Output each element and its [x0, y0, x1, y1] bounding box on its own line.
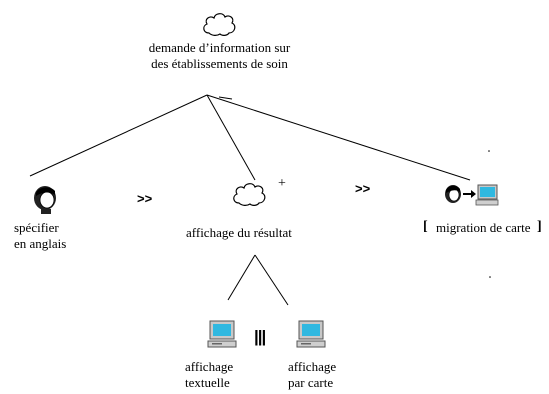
iteration-marker: + [278, 176, 286, 191]
enabling-operator: >> [355, 181, 371, 196]
bracket-open: [ [423, 219, 428, 234]
cloud-icon [203, 13, 236, 36]
middle-task-label: affichage du résultat [186, 225, 292, 240]
left-label-line1: spécifier [14, 220, 59, 235]
stray-dot [489, 276, 491, 278]
right-task-label: migration de carte [436, 220, 531, 235]
subtask-textual-line2: textuelle [185, 375, 230, 390]
user-head-icon [34, 186, 56, 214]
root-task-label: demande d’information sur des établissem… [112, 40, 327, 72]
connector-middle-right [254, 254, 289, 306]
connector-middle-left [227, 254, 256, 301]
subtask-textual-label: affichage textuelle [185, 359, 233, 391]
computer-icon [296, 320, 326, 348]
stray-dot [488, 150, 490, 152]
connector-root-right [206, 94, 471, 181]
left-label-line2: en anglais [14, 236, 67, 251]
bracket-close: ] [537, 219, 542, 234]
subtask-map-line1: affichage [288, 359, 337, 374]
subtask-map-line2: par carte [288, 375, 334, 390]
root-label-line1: demande d’information sur [148, 40, 291, 55]
subtask-textual-line1: affichage [185, 359, 234, 374]
cloud-icon [233, 183, 266, 206]
connector-root-tick [218, 96, 233, 100]
computer-icon [207, 320, 237, 348]
connector-root-middle [206, 94, 256, 181]
root-label-line2: des établissements de soin [151, 56, 288, 71]
subtask-map-label: affichage par carte [288, 359, 336, 391]
left-task-label: spécifier en anglais [14, 220, 66, 252]
enabling-operator: >> [137, 191, 153, 206]
user-to-computer-icon [445, 184, 499, 206]
concurrent-operator: ||| [254, 327, 266, 346]
connector-root-left [29, 94, 208, 177]
